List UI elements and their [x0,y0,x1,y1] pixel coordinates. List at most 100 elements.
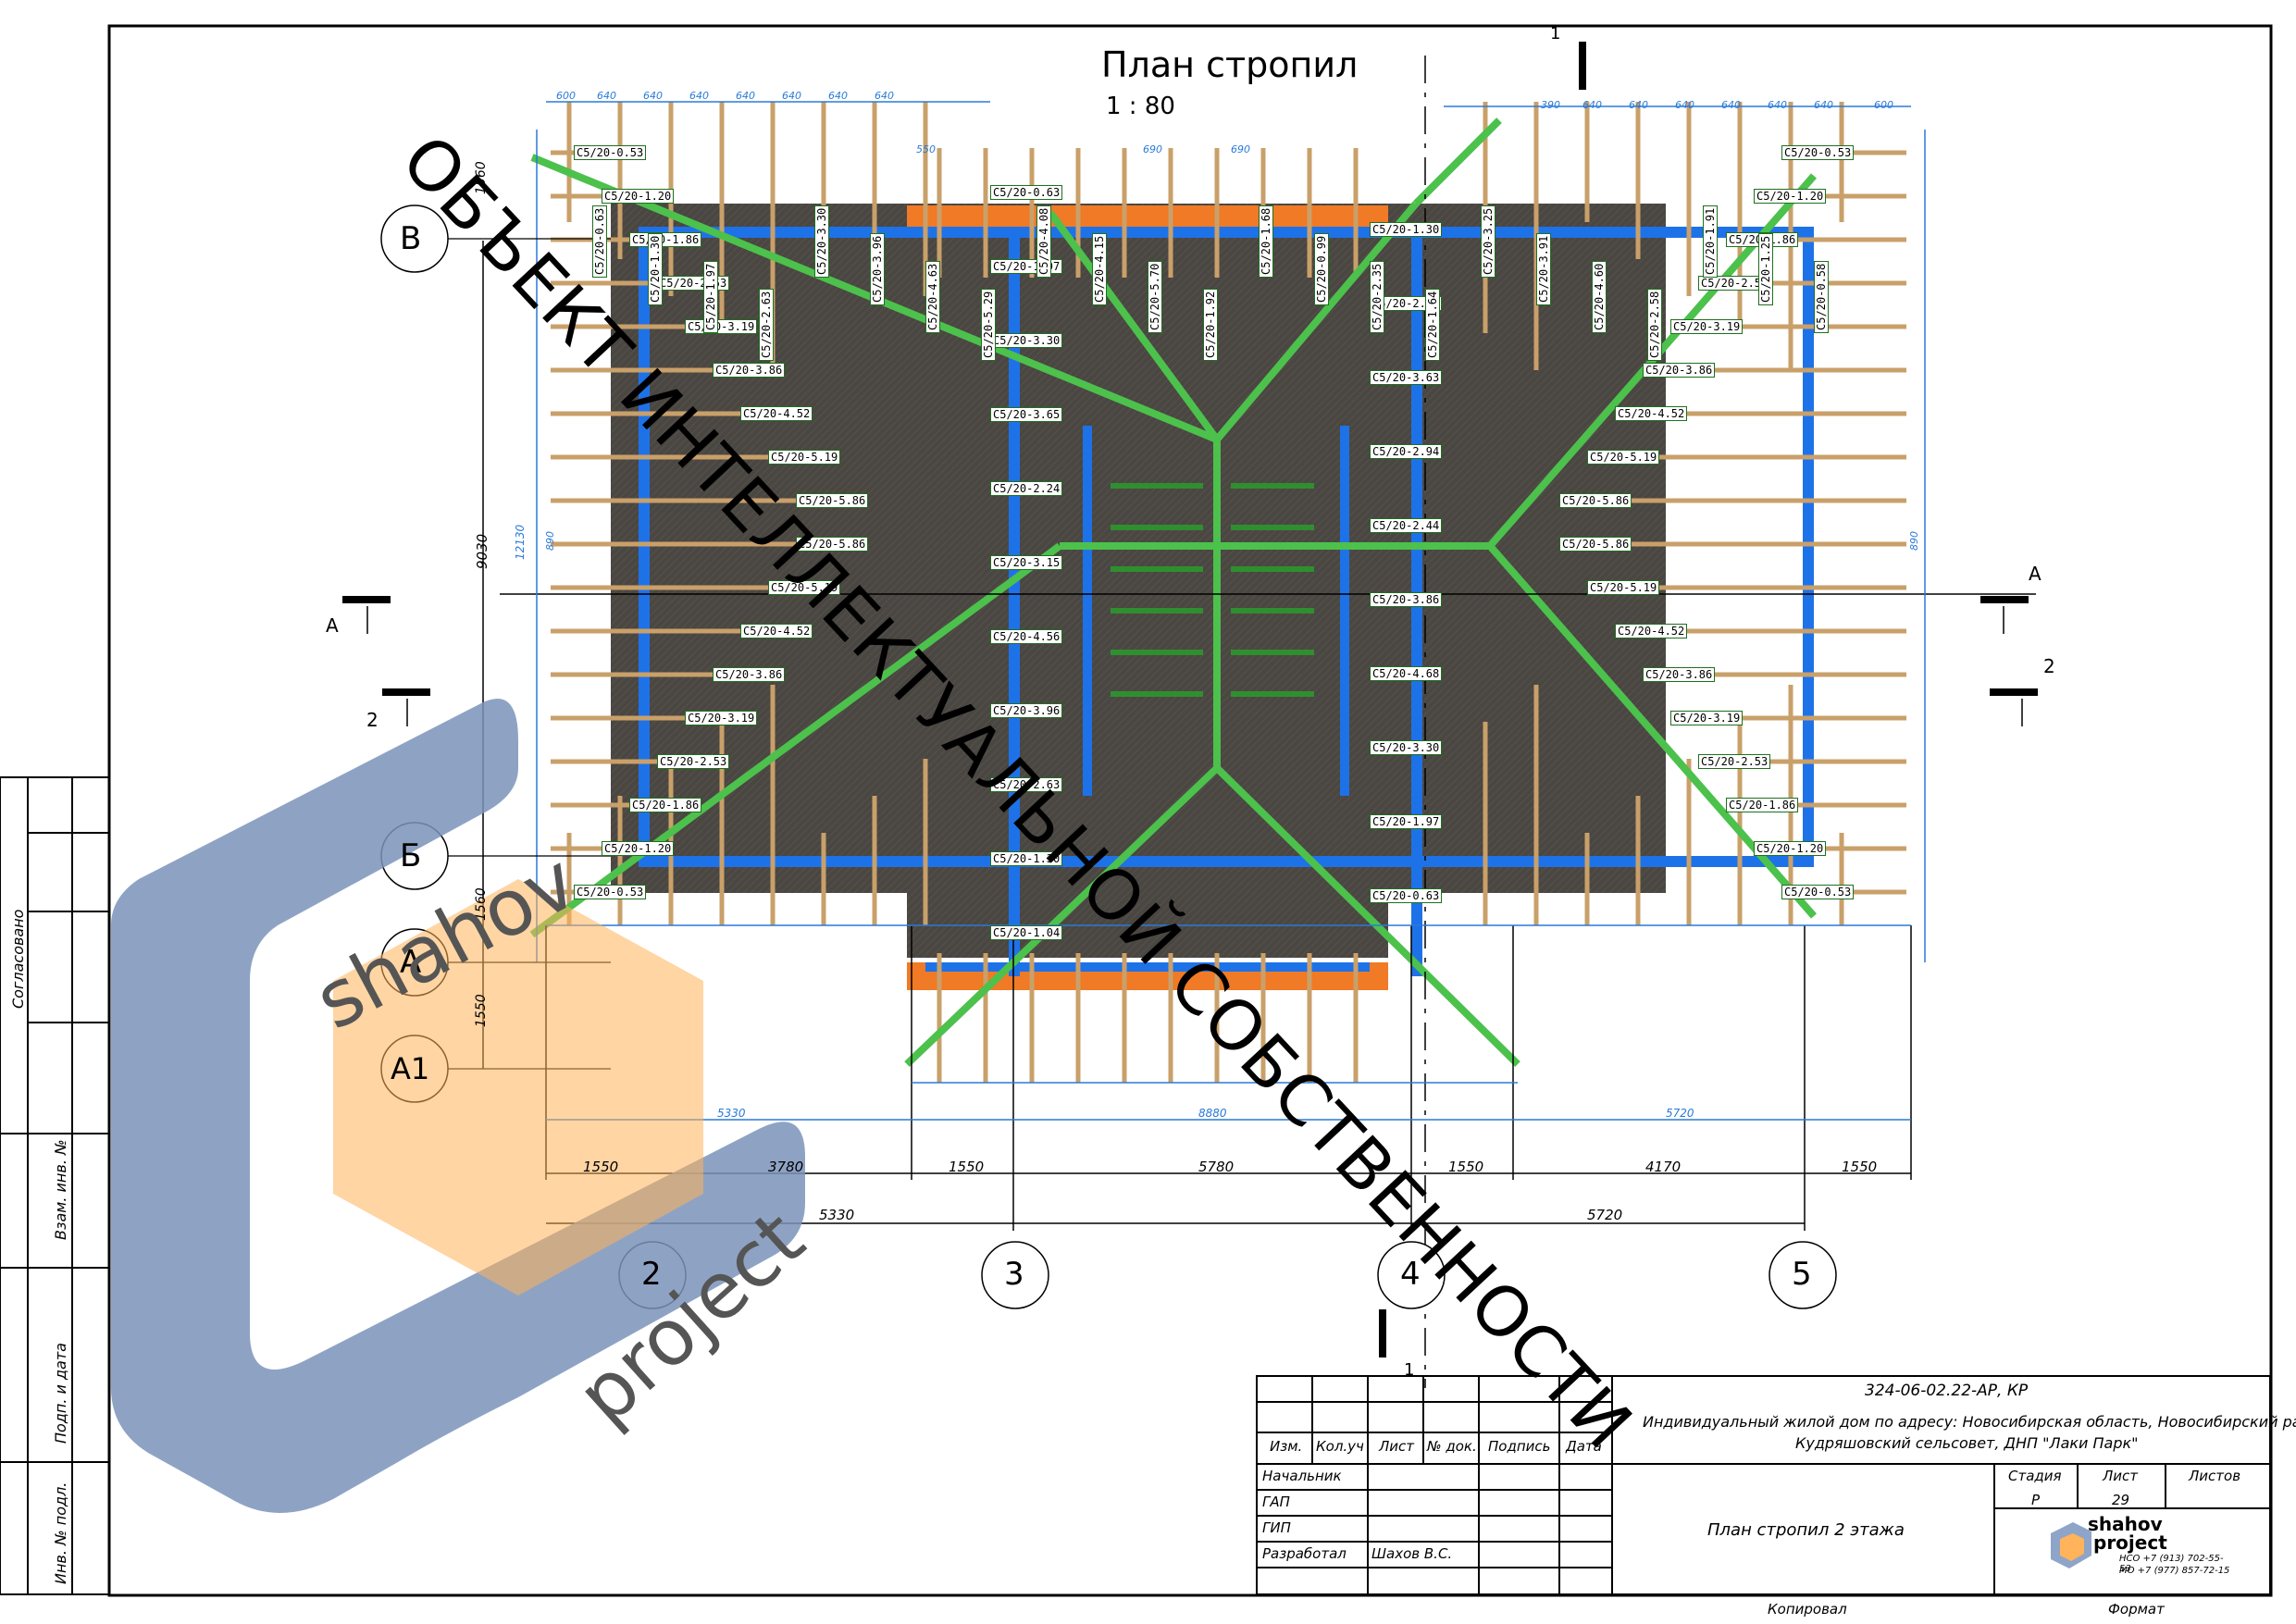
tb-logo-top: shahov [2088,1513,2163,1535]
dim-top-edge-390: 390 [1541,99,1560,111]
logo-watermark [111,699,805,1513]
stamp-agreed: Согласовано [9,909,27,1009]
dim-b1-2: 1550 [949,1159,985,1175]
tb-copied: Копировал [1768,1601,1847,1618]
rafter-label-center: С5/20-3.65 [990,407,1063,422]
rafter-label-vertical: С5/20-3.91 [1536,232,1551,305]
dim-b1-6: 1550 [1842,1159,1878,1175]
cube-logo-icon [2051,1522,2091,1568]
rafter-label-left: С5/20-5.19 [768,580,841,595]
rafter-label-vertical: С5/20-3.30 [814,205,829,278]
tb-role-head: Начальник [1262,1468,1342,1484]
tb-project-line1: Индивидуальный жилой дом по адресу: Ново… [1643,1413,2296,1431]
dim-top-spacing-b: 640 [643,90,663,102]
rafter-label-center: С5/20-1.97 [1370,814,1443,829]
rafter-label-left: С5/20-0.53 [574,885,647,899]
rafter-label-vertical: С5/20-0.99 [1314,232,1329,305]
rafter-label-center: С5/20-0.63 [1370,888,1443,903]
dim-blue-mid: 8880 [1198,1107,1227,1120]
rafter-label-vertical: С5/20-1.30 [648,232,663,305]
rafter-label-right: С5/20-3.86 [1643,667,1716,682]
rafter-label-vertical: С5/20-1.91 [1703,205,1718,278]
rafter-label-center: С5/20-2.44 [1370,518,1443,533]
rafter-label-right: С5/20-5.19 [1587,450,1660,465]
rafter-label-left: С5/20-3.19 [685,319,758,334]
stamp-inv-podl: Инв. № подл. [52,1481,69,1584]
rafter-label-right: С5/20-3.19 [1670,319,1744,334]
rafter-label-vertical: С5/20-0.58 [1814,260,1829,333]
tb-col-ndok: № док. [1427,1438,1477,1455]
dim-top-edge-550: 550 [916,143,936,155]
rafter-label-right: С5/20-1.20 [1754,841,1827,856]
rafter-label-vertical: С5/20-2.35 [1370,260,1384,333]
rafter-label-left: С5/20-4.52 [740,406,813,421]
tb-logo: shahov project НСО +7 (913) 702-55-53 МО… [2045,1513,2230,1587]
rafter-label-vertical: С5/20-3.96 [870,232,885,305]
rafter-label-center: С5/20-3.30 [990,333,1063,348]
rafter-label-vertical: С5/20-2.58 [1647,288,1662,361]
tb-role-gip: ГИП [1262,1519,1291,1536]
tb-sheet: 29 [2112,1492,2130,1508]
rafter-label-right: С5/20-5.86 [1559,493,1632,508]
rafter-label-left: С5/20-2.53 [657,754,730,769]
dim-top-spacing-j: 640 [1675,99,1694,111]
section-a-right: А [2029,563,2042,585]
tb-format: Формат [2108,1601,2165,1618]
tb-stage: Р [2031,1492,2041,1508]
rafter-label-center: С5/20-3.15 [990,555,1063,570]
rafter-label-center: С5/20-4.56 [990,629,1063,644]
rafter-label-left: С5/20-3.86 [713,363,786,378]
dim-top-edge-left: 600 [556,90,576,102]
dim-b1-4: 1550 [1448,1159,1484,1175]
section-a-left: А [326,614,339,637]
rafter-label-left: С5/20-0.53 [574,145,647,160]
title-block-grid [1256,1375,2271,1595]
tb-phone1: НСО +7 (913) 702-55-53 [2119,1554,2224,1574]
tb-logo-bottom: project [2093,1531,2167,1554]
rafter-label-vertical: С5/20-1.25 [1758,232,1773,305]
tb-role-dev: Разработал [1262,1545,1347,1562]
rafter-label-right: С5/20-1.20 [1754,189,1827,204]
dim-b1-5: 4170 [1645,1159,1682,1175]
rafter-label-right: С5/20-3.19 [1670,711,1744,725]
rafter-label-vertical: С5/20-1.64 [1425,288,1440,361]
dim-top-spacing-k: 640 [1721,99,1741,111]
rafter-label-center: С5/20-2.63 [1370,296,1443,311]
dim-right-890: 890 [1908,531,1920,551]
dim-blue-right: 5720 [1666,1107,1694,1120]
rafter-label-right: С5/20-3.86 [1643,363,1716,378]
axis-label-a1: А1 [391,1051,430,1086]
stamp-vzam-inv: Взам. инв. № [52,1139,69,1240]
dim-top-690-b: 690 [1231,143,1250,155]
dim-left-890: 890 [544,531,556,551]
rafter-label-center: С5/20-1.30 [990,851,1063,866]
rafter-label-left: С5/20-5.19 [768,450,841,465]
dim-top-spacing-e: 640 [782,90,801,102]
rafter-label-right: С5/20-5.19 [1587,580,1660,595]
rafter-label-vertical: С5/20-5.70 [1148,260,1162,333]
rafter-label-right: С5/20-1.86 [1726,798,1799,812]
tb-code: 324-06-02.22-АР, КР [1865,1382,2029,1400]
rafter-label-center: С5/20-2.24 [990,481,1063,496]
rafter-label-center: С5/20-2.94 [1370,444,1443,459]
rafter-label-vertical: С5/20-4.15 [1092,232,1107,305]
dim-b1-0: 1550 [583,1159,619,1175]
tb-sheet-title: План стропил 2 этажа [1707,1520,1905,1540]
dim-top-spacing-f: 640 [828,90,848,102]
rafter-label-left: С5/20-3.19 [685,711,758,725]
dim-blue-left: 5330 [717,1107,746,1120]
dim-top-spacing-i: 640 [1629,99,1648,111]
dim-b1-1: 3780 [768,1159,804,1175]
drawing-title: План стропил [1101,44,1359,85]
rafter-label-left: С5/20-1.86 [629,798,702,812]
rafter-label-right: С5/20-2.53 [1698,276,1771,291]
rafter-label-left: С5/20-2.53 [657,276,730,291]
rafter-label-vertical: С5/20-3.25 [1481,205,1496,278]
rafter-label-vertical: С5/20-4.08 [1036,205,1051,278]
tb-col-kolch: Кол.уч [1316,1438,1364,1455]
axis-label-2: 2 [641,1256,662,1293]
dim-left-overall: 9030 [474,533,490,569]
axis-label-v: В [400,220,422,257]
rafter-label-left: С5/20-3.86 [713,667,786,682]
